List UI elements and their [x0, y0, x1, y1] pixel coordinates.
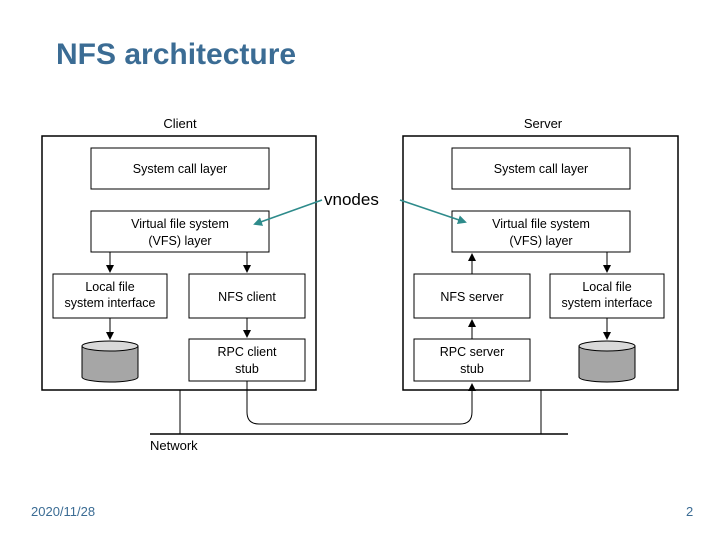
slide-page-number: 2: [686, 504, 694, 519]
rpc-client-stub-label-2: stub: [235, 362, 259, 376]
server-syscall-box: [451, 147, 631, 190]
server-local-fs-box: [549, 273, 665, 319]
client-vfs-label-2: (VFS) layer: [148, 234, 211, 248]
server-disk-icon: [578, 340, 636, 383]
client-syscall-label: System call layer: [133, 162, 227, 176]
server-vfs-label-2: (VFS) layer: [509, 234, 572, 248]
client-vfs-box: [90, 210, 270, 253]
rpc-client-stub-label-1: RPC client: [217, 345, 277, 359]
client-disk-icon: [81, 340, 139, 383]
server-vfs-label-1: Virtual file system: [492, 217, 590, 231]
server-vfs-box: [451, 210, 631, 253]
network-label: Network: [150, 438, 198, 453]
rpc-server-stub-label-2: stub: [460, 362, 484, 376]
client-label: Client: [163, 116, 197, 131]
rpc-client-stub-box: [188, 338, 306, 382]
vnodes-arrow-to-client-vfs: [253, 199, 323, 226]
nfs-server-label: NFS server: [440, 290, 503, 304]
server-local-fs-label-1: Local file: [582, 280, 631, 294]
nfs-client-label: NFS client: [218, 290, 276, 304]
vnodes-label: vnodes: [324, 190, 379, 209]
client-local-fs-label-1: Local file: [85, 280, 134, 294]
client-local-fs-label-2: system interface: [64, 296, 155, 310]
slide-date: 2020/11/28: [31, 504, 96, 519]
server-label: Server: [524, 116, 563, 131]
rpc-network-path: [246, 381, 476, 425]
client-local-fs-box: [52, 273, 168, 319]
server-local-fs-label-2: system interface: [561, 296, 652, 310]
client-frame: [41, 135, 317, 391]
rpc-server-stub-box: [413, 338, 531, 382]
nfs-server-box: [413, 273, 531, 319]
rpc-server-stub-label-1: RPC server: [440, 345, 505, 359]
client-vfs-label-1: Virtual file system: [131, 217, 229, 231]
slide-title: NFS architecture: [56, 38, 297, 71]
client-syscall-box: [90, 147, 270, 190]
vnodes-arrow-to-server-vfs: [399, 199, 467, 225]
server-syscall-label: System call layer: [494, 162, 588, 176]
